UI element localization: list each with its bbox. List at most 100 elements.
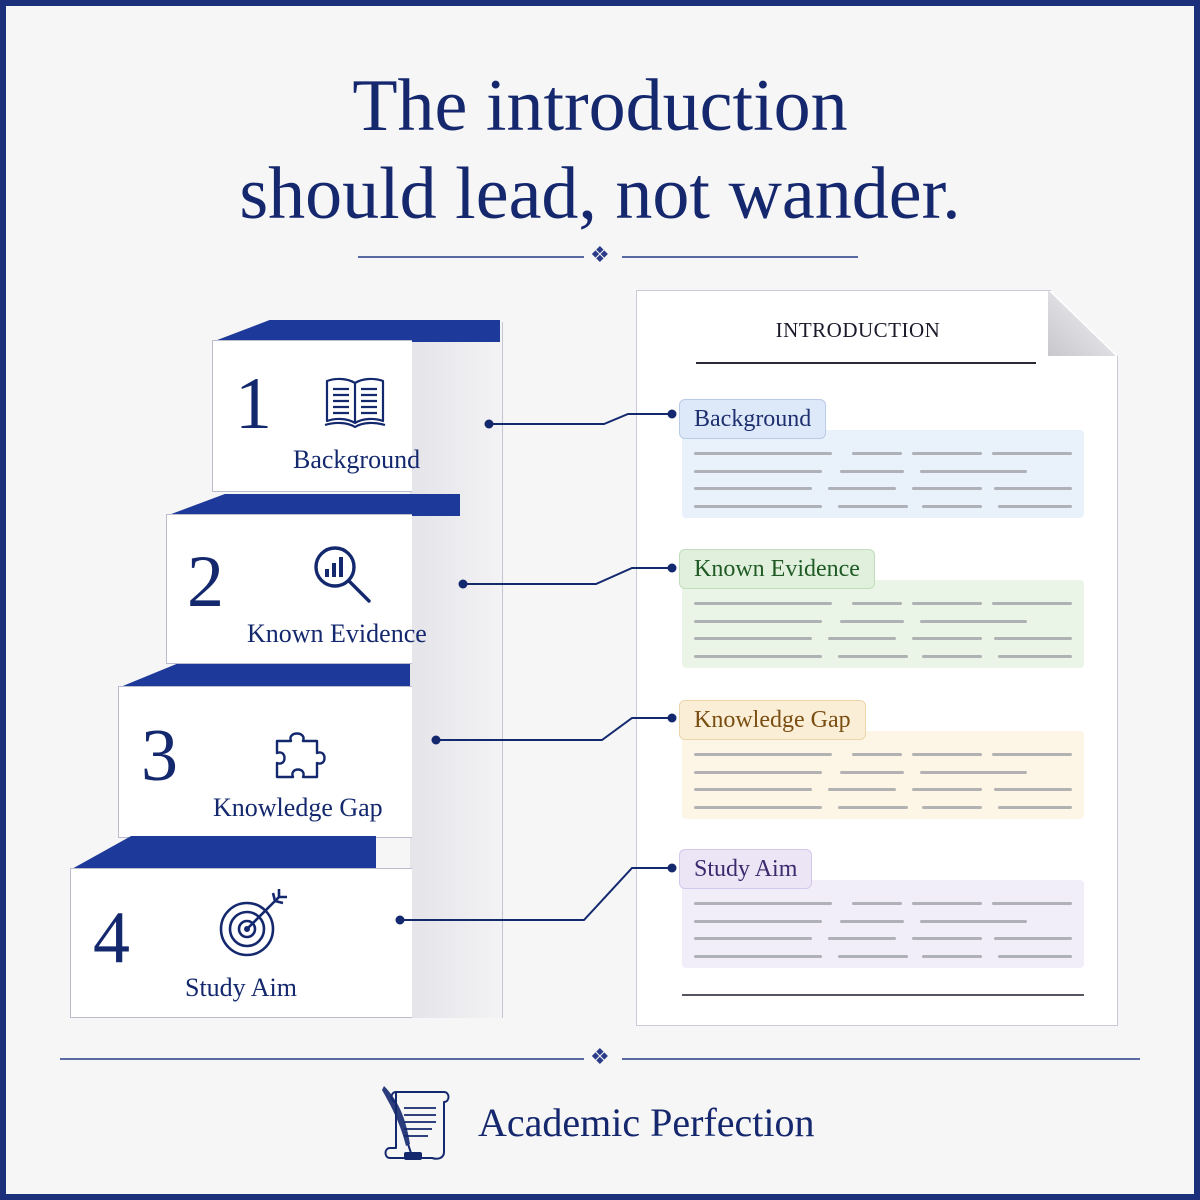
placeholder-text-line [992, 452, 1072, 455]
placeholder-text-line [694, 753, 832, 756]
bottom-divider-left [60, 1058, 584, 1060]
connector-4-end-dot [667, 863, 677, 873]
placeholder-text-line [694, 937, 812, 940]
connector-1-start-dot [484, 419, 494, 429]
placeholder-text-line [922, 955, 982, 958]
step-2-label: Known Evidence [247, 619, 427, 648]
placeholder-text-line [694, 452, 832, 455]
placeholder-text-line [922, 505, 982, 508]
connector-1-end-dot [667, 409, 677, 419]
known-evidence-section-tag: Known Evidence [679, 549, 875, 589]
placeholder-text-line [694, 788, 812, 791]
placeholder-text-line [912, 487, 982, 490]
placeholder-text-line [852, 753, 902, 756]
placeholder-text-line [840, 920, 904, 923]
staircase-side [410, 322, 503, 1018]
placeholder-text-line [838, 955, 908, 958]
step-4-top [70, 836, 376, 870]
knowledge-gap-section-box [682, 731, 1084, 819]
scroll-quill-icon [382, 1086, 450, 1160]
placeholder-text-line [994, 637, 1072, 640]
placeholder-text-line [994, 788, 1072, 791]
placeholder-text-line [998, 655, 1072, 658]
placeholder-text-line [694, 920, 822, 923]
study-aim-section-tag: Study Aim [679, 849, 813, 889]
bottom-ornament-icon: ❖ [590, 1045, 610, 1070]
placeholder-text-line [994, 487, 1072, 490]
step-2: 2 Known Evidence [166, 514, 427, 664]
placeholder-text-line [912, 937, 982, 940]
step-3-label: Knowledge Gap [213, 793, 383, 822]
top-divider-right [622, 256, 858, 258]
placeholder-text-line [992, 753, 1072, 756]
title-line-2: should lead, not wander. [239, 153, 961, 235]
placeholder-text-line [920, 771, 1027, 774]
connector-3-start-dot [431, 735, 441, 745]
placeholder-text-line [838, 806, 908, 809]
placeholder-text-line [838, 505, 908, 508]
page-title: The introduction should lead, not wander… [0, 62, 1200, 238]
placeholder-text-line [922, 806, 982, 809]
placeholder-text-line [828, 788, 896, 791]
connector-2-start-dot [458, 579, 468, 589]
placeholder-text-line [694, 505, 822, 508]
placeholder-text-line [840, 620, 904, 623]
placeholder-text-line [922, 655, 982, 658]
background-section-box [682, 430, 1084, 518]
placeholder-text-line [694, 470, 822, 473]
placeholder-text-line [912, 602, 982, 605]
placeholder-text-line [912, 753, 982, 756]
connector-4 [400, 867, 672, 921]
placeholder-text-line [912, 452, 982, 455]
placeholder-text-line [694, 902, 832, 905]
placeholder-text-line [694, 602, 832, 605]
connector-3-end-dot [667, 713, 677, 723]
placeholder-text-line [992, 902, 1072, 905]
step-4-label: Study Aim [185, 973, 297, 1002]
document-bottom-rule [682, 994, 1084, 996]
placeholder-text-line [912, 788, 982, 791]
placeholder-text-line [828, 937, 896, 940]
placeholder-text-line [694, 637, 812, 640]
knowledge-gap-section-tag: Knowledge Gap [679, 700, 866, 740]
step-1-number: 1 [235, 363, 272, 445]
placeholder-text-line [840, 771, 904, 774]
magnifier-chart-icon [314, 546, 371, 603]
connector-2-end-dot [667, 563, 677, 573]
title-line-1: The introduction [352, 65, 848, 147]
study-aim-section-box [682, 880, 1084, 968]
placeholder-text-line [994, 937, 1072, 940]
connector-3 [436, 717, 672, 741]
placeholder-text-line [838, 655, 908, 658]
step-3-top [118, 664, 410, 688]
placeholder-text-line [828, 487, 896, 490]
placeholder-text-line [840, 470, 904, 473]
placeholder-text-line [694, 655, 822, 658]
step-2-number: 2 [187, 541, 224, 623]
placeholder-text-line [920, 620, 1027, 623]
placeholder-text-line [992, 602, 1072, 605]
placeholder-text-line [998, 806, 1072, 809]
connector-4-start-dot [395, 915, 405, 925]
step-3: 3 Knowledge Gap [118, 686, 412, 838]
connector-1 [489, 413, 672, 425]
known-evidence-section-box [682, 580, 1084, 668]
top-divider-left [358, 256, 584, 258]
top-ornament-icon: ❖ [590, 243, 610, 268]
placeholder-text-line [694, 771, 822, 774]
bottom-divider-right [622, 1058, 1140, 1060]
step-1: 1 Background [212, 340, 420, 492]
placeholder-text-line [998, 955, 1072, 958]
background-section-tag: Background [679, 399, 827, 439]
placeholder-text-line [694, 487, 812, 490]
brand-name: Academic Perfection [478, 1100, 815, 1145]
placeholder-text-line [998, 505, 1072, 508]
document-heading-rule [696, 362, 1036, 364]
target-arrow-icon [219, 889, 287, 957]
placeholder-text-line [694, 955, 822, 958]
placeholder-text-line [828, 637, 896, 640]
placeholder-text-line [694, 806, 822, 809]
step-1-label: Background [293, 445, 421, 474]
document-heading: INTRODUCTION [775, 318, 941, 342]
placeholder-text-line [852, 602, 902, 605]
